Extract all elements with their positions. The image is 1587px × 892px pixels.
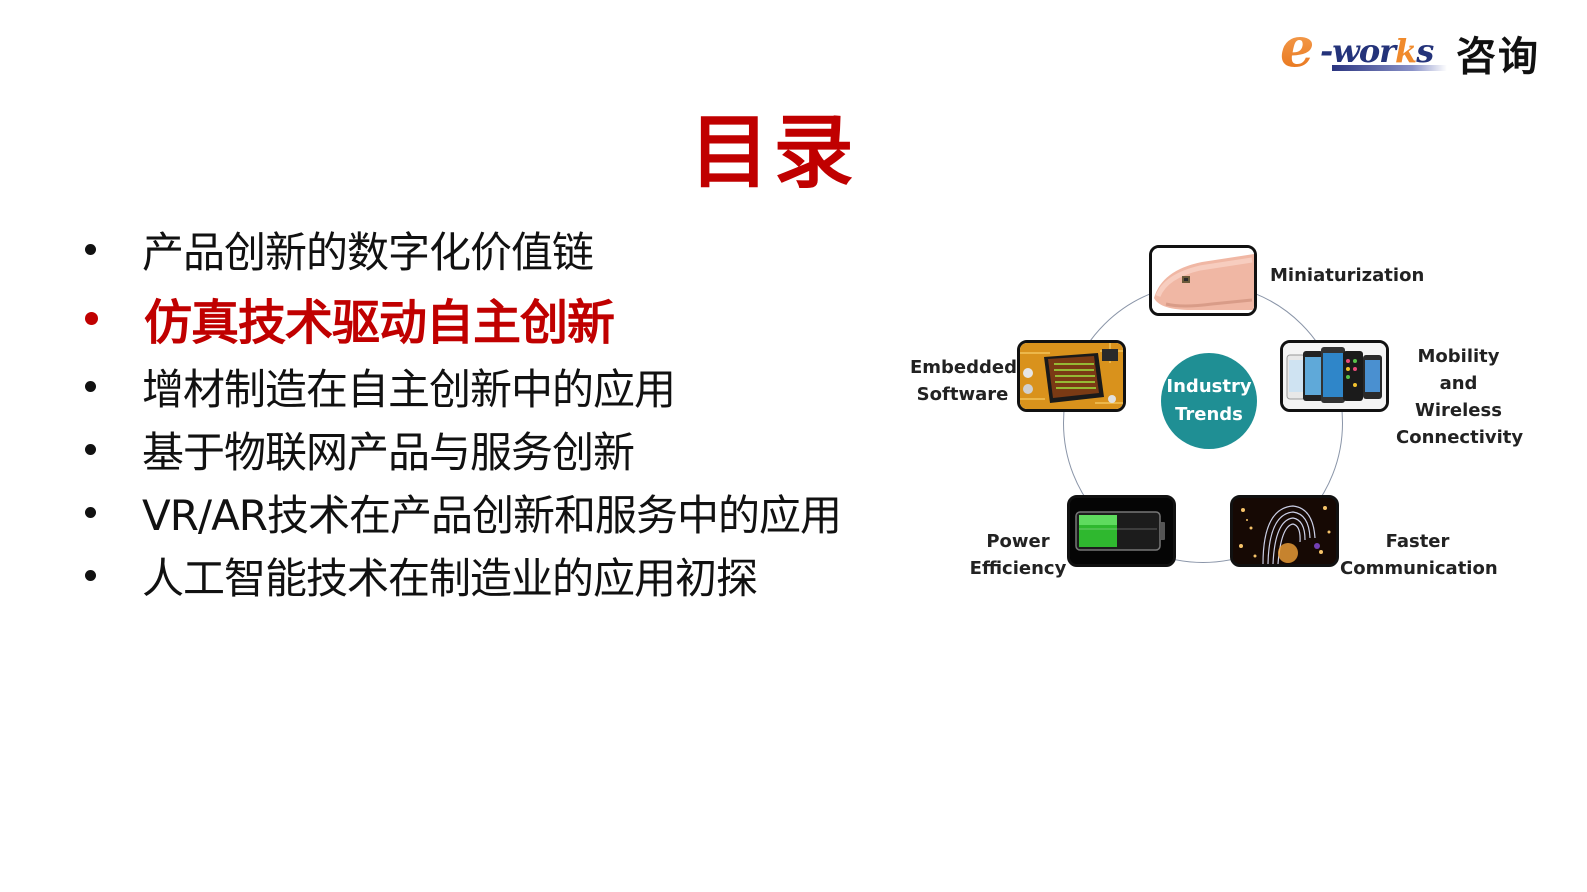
agenda-item-active: 仿真技术驱动自主创新 [80,281,841,355]
hub-label-line1: Industry [1166,376,1252,397]
logo-underline [1332,65,1447,71]
agenda-item: VR/AR技术在产品创新和服务中的应用 [80,481,842,544]
miniaturization-label: Miniaturization [1270,265,1425,286]
logo-e-glyph: e [1280,15,1315,79]
agenda-item-label: 基于物联网产品与服务创新 [142,428,635,477]
bullet-icon [85,444,96,455]
industry-trends-hub: Industry Trends [1161,353,1257,449]
bullet-icon [85,311,98,325]
agenda-item-label: VR/AR技术在产品创新和服务中的应用 [142,491,842,540]
bullet-icon [85,244,96,255]
agenda-item-label: 人工智能技术在制造业的应用初探 [142,554,758,603]
bullet-icon [85,570,96,581]
fingertip-chip-icon [1149,245,1257,316]
logo-chinese-text: 咨询 [1456,34,1540,80]
light-tunnel-icon [1230,495,1339,567]
agenda-item: 产品创新的数字化价值链 [80,218,841,281]
bullet-icon [85,507,96,518]
power-efficiency-label: Power Efficiency [969,531,1067,579]
battery-icon [1067,495,1176,567]
logo-works-text: -works [1320,32,1434,70]
agenda-item-label: 增材制造在自主创新中的应用 [142,365,676,414]
embedded-software-label: Embedded Software [910,357,1018,405]
hub-label-line2: Trends [1175,404,1243,425]
agenda-item: 增材制造在自主创新中的应用 [80,355,841,418]
faster-communication-label: Faster Communication [1340,531,1498,579]
bullet-icon [85,381,96,392]
agenda-item-label: 产品创新的数字化价值链 [142,228,594,277]
circuit-chip-icon [1017,340,1126,412]
smartphones-icon [1280,340,1389,412]
agenda-item: 基于物联网产品与服务创新 [80,418,841,481]
agenda-item-label: 仿真技术驱动自主创新 [144,295,615,351]
mobility-wireless-label: Mobility and Wireless Connectivity [1396,346,1524,448]
slide-title: 目录 [689,106,858,199]
agenda-list: 产品创新的数字化价值链 仿真技术驱动自主创新 增材制造在自主创新中的应用 基于物… [80,218,842,607]
eworks-logo: e -works 咨询 [1280,15,1550,80]
agenda-item: 人工智能技术在制造业的应用初探 [80,544,841,607]
industry-trends-diagram: Industry Trends Miniaturization [900,235,1550,595]
